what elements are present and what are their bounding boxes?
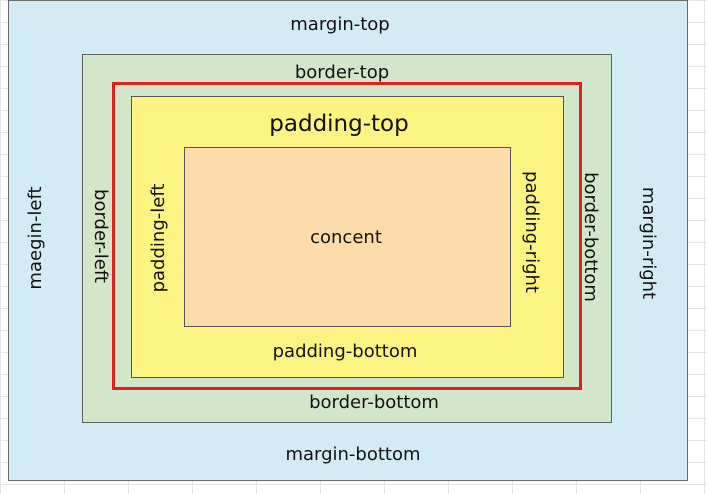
border-left-label: border-left — [90, 189, 111, 283]
border-top-label: border-top — [294, 62, 390, 83]
content-area — [184, 147, 511, 327]
border-right-label: border-bottom — [580, 172, 601, 302]
padding-right-label: padding-right — [521, 171, 542, 293]
padding-top-label: padding-top — [269, 111, 409, 137]
margin-bottom-label: margin-bottom — [285, 444, 421, 465]
margin-top-label: margin-top — [290, 14, 390, 35]
margin-right-label: margin-right — [638, 186, 659, 300]
padding-left-label: padding-left — [148, 183, 169, 293]
padding-bottom-label: padding-bottom — [272, 341, 418, 362]
margin-left-label: maegin-left — [25, 186, 46, 290]
content-label: concent — [310, 227, 382, 248]
border-bottom-label: border-bottom — [309, 392, 439, 413]
red-outline — [112, 82, 582, 390]
